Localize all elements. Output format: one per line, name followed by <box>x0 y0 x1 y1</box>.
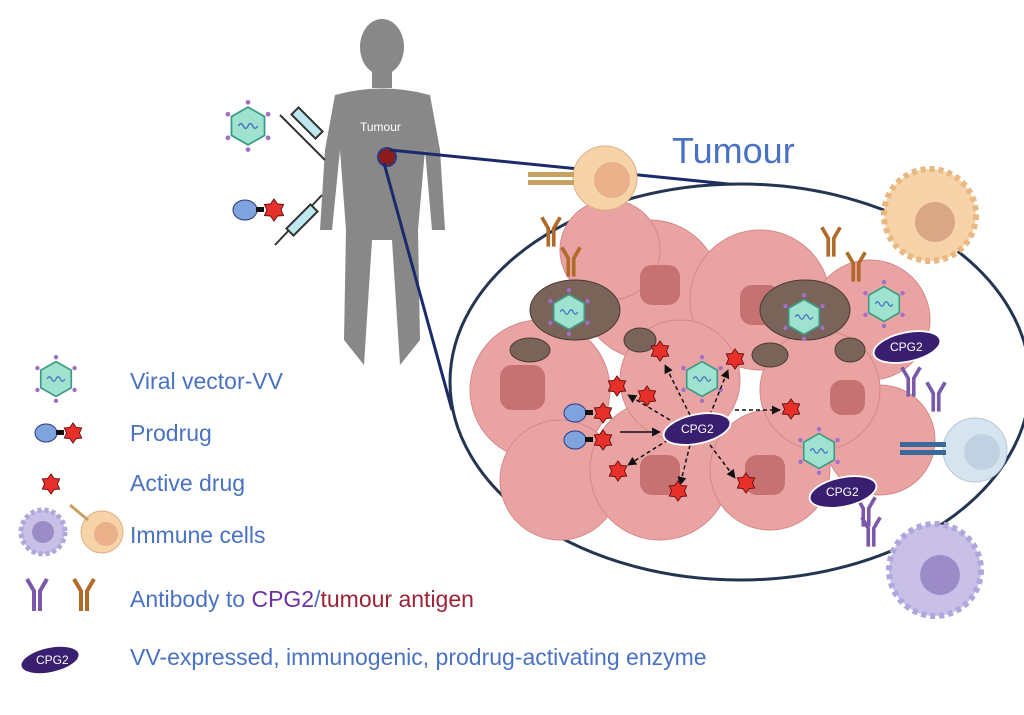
immune-cell <box>528 145 1008 619</box>
legend-antibody: Antibody to CPG2/tumour antigen <box>130 586 474 613</box>
svg-text:CPG2: CPG2 <box>826 485 859 499</box>
legend-active-drug: Active drug <box>130 470 246 496</box>
antibody-antigen-icon <box>74 579 94 611</box>
legend-virus-icon <box>34 355 78 403</box>
human-silhouette <box>320 19 445 365</box>
cpg2-label: CPG2 <box>681 422 714 436</box>
tumour-title: Tumour <box>672 130 795 171</box>
legend-viral-vector: Viral vector-VV <box>130 368 283 394</box>
legend-antibody-sep: / <box>314 586 321 612</box>
legend-prodrug-icon <box>34 422 83 444</box>
svg-text:CPG2: CPG2 <box>36 653 69 667</box>
svg-text:CPG2: CPG2 <box>890 340 923 354</box>
legend-prodrug: Prodrug <box>130 420 212 446</box>
legend-antibody-prefix: Antibody to <box>130 586 252 612</box>
virus-icon <box>224 100 272 152</box>
legend-antibody-cpg2: CPG2 <box>251 586 315 612</box>
prodrug-icon <box>232 198 284 222</box>
legend-immune-cells: Immune cells <box>130 522 266 548</box>
syringe-icon <box>274 106 326 246</box>
prodrug-molecules <box>563 402 613 451</box>
legend-enzyme: VV-expressed, immunogenic, prodrug-activ… <box>130 644 707 670</box>
legend-immune-cells-icon <box>18 503 124 557</box>
legend-antibody-antigen: tumour antigen <box>320 586 474 612</box>
tumour-site-marker <box>377 147 397 167</box>
tumour-site-label: Tumour <box>360 120 401 134</box>
antibody-cpg2-icon <box>27 579 47 611</box>
